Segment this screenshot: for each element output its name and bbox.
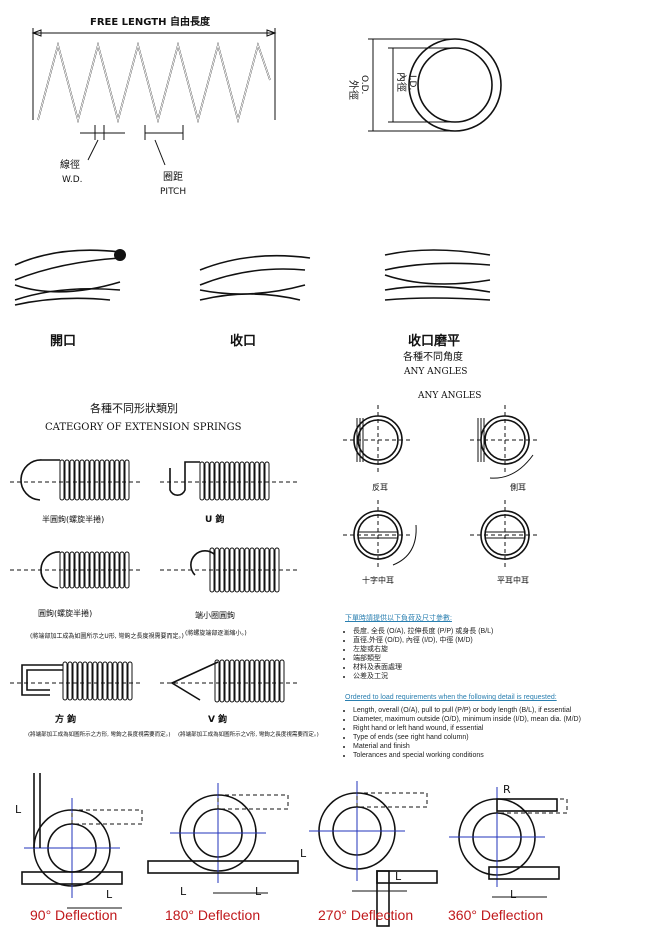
free-length-label: FREE LENGTH 自由長度 bbox=[90, 15, 211, 28]
extension-springs: 各種不同形狀類別 CATEGORY OF EXTENSION SPRINGS 半… bbox=[10, 401, 319, 738]
hook-label-4: 方 鉤 bbox=[55, 713, 76, 725]
requirements-heading-cn: 下單時請提供以下負荷及尺寸參數: bbox=[345, 615, 452, 622]
torsion-springs: L L L L L L R L 90° Deflection 180° Defl… bbox=[15, 773, 568, 927]
L-label-180a: L bbox=[180, 885, 187, 898]
hook-note-4: (將端部加工成為如圖所示之方形, 彎鉤之長度視需要而定。) bbox=[28, 730, 171, 738]
torsion-spring-360 bbox=[449, 787, 568, 898]
angle-label-1: 側耳 bbox=[510, 482, 526, 492]
requirements-list: Length, overall (O/A), pull to pull (P/P… bbox=[345, 706, 590, 760]
L-label-180b: L bbox=[255, 885, 262, 898]
L-label-360: L bbox=[510, 888, 517, 901]
requirement-cn-item: 長度, 全長 (O/A), 拉伸長度 (P/P) 或身長 (B/L) bbox=[353, 627, 590, 636]
end-loop-view bbox=[470, 405, 540, 479]
angles-cn-label: 各種不同角度 bbox=[403, 350, 463, 363]
requirement-item: Type of ends (see right hand column) bbox=[353, 733, 590, 742]
L-label-90b: L bbox=[106, 888, 113, 901]
hook-label-3: 端小圈圓鉤 bbox=[195, 610, 235, 620]
ground-end-label: 收口磨平 bbox=[408, 333, 460, 349]
compression-spring: FREE LENGTH 自由長度 線徑 W.D. 圈距 PITCH bbox=[31, 15, 277, 197]
requirement-cn-item: 公差及工況 bbox=[353, 672, 590, 681]
coil-body bbox=[209, 547, 280, 593]
angle-label-0: 反耳 bbox=[372, 482, 388, 492]
requirement-cn-item: 直徑,外徑 (O/D), 內徑 (I/D), 中徑 (M/D) bbox=[353, 636, 590, 645]
coil-body bbox=[59, 551, 130, 589]
L-label-90: L bbox=[15, 803, 22, 816]
requirement-item: Tolerances and special working condition… bbox=[353, 751, 590, 760]
requirement-item: Diameter, maximum outside (O/D), minimum… bbox=[353, 715, 590, 724]
hook-label-0: 半圓鉤(螺旋半捲) bbox=[42, 514, 104, 524]
requirements-heading: Ordered to load requirements when the fo… bbox=[345, 694, 557, 701]
od-cn-label: 外徑 bbox=[347, 80, 360, 100]
end-loop-view bbox=[343, 405, 413, 475]
angles-en-label: ANY ANGLES bbox=[403, 367, 467, 377]
closed-end-label: 收口 bbox=[230, 333, 256, 349]
deflection-90-label: 90° Deflection bbox=[30, 907, 117, 923]
coil-body bbox=[214, 659, 285, 703]
requirement-cn-item: 材料及表面處理 bbox=[353, 663, 590, 672]
end-loop-view bbox=[470, 500, 540, 570]
hook-note-2: (將端部加工成為如圖所示之U形, 彎鉤之長度視需要而定。) bbox=[30, 632, 184, 640]
requirements-block: 下單時請提供以下負荷及尺寸參數: 長度, 全長 (O/A), 拉伸長度 (P/P… bbox=[345, 614, 590, 760]
coil-body bbox=[199, 461, 270, 501]
requirement-cn-item: 左旋或右旋 bbox=[353, 645, 590, 654]
id-label: I.D. bbox=[407, 75, 417, 90]
hook-label-2: 圓鉤(螺旋半捲) bbox=[38, 608, 92, 618]
od-id-diagram: 外徑 O.D. 內徑 I.D. bbox=[347, 38, 502, 132]
coil-body bbox=[59, 459, 130, 501]
requirements-list-cn: 長度, 全長 (O/A), 拉伸長度 (P/P) 或身長 (B/L)直徑,外徑 … bbox=[345, 627, 590, 681]
L-label-270a: L bbox=[300, 847, 307, 860]
coil-body bbox=[62, 661, 133, 701]
hook-note-3: (將螺旋端部逐漸縮小。) bbox=[185, 629, 247, 637]
angle-label-2: 十字中耳 bbox=[362, 575, 394, 585]
any-angles: ANY ANGLES 反耳 側耳 十字中耳 平耳中耳 bbox=[343, 391, 540, 585]
end-loop-view bbox=[343, 500, 417, 570]
pitch-cn-label: 圈距 bbox=[163, 171, 183, 183]
hook-label-5: V 鉤 bbox=[208, 713, 227, 725]
angles-title: ANY ANGLES bbox=[417, 391, 481, 401]
torsion-spring-270 bbox=[309, 781, 438, 927]
od-label: O.D. bbox=[359, 75, 369, 94]
L-label-270b: L bbox=[395, 870, 402, 883]
torsion-spring-90 bbox=[21, 773, 143, 909]
deflection-180-label: 180° Deflection bbox=[165, 907, 260, 923]
extension-title: CATEGORY OF EXTENSION SPRINGS bbox=[45, 422, 242, 433]
id-cn-label: 內徑 bbox=[395, 72, 408, 92]
open-end-label: 開口 bbox=[50, 334, 76, 349]
angle-label-3: 平耳中耳 bbox=[497, 575, 529, 585]
requirement-item: Length, overall (O/A), pull to pull (P/P… bbox=[353, 706, 590, 715]
pitch-label: PITCH bbox=[160, 187, 186, 197]
extension-title-cn: 各種不同形狀類別 bbox=[90, 401, 178, 415]
deflection-360-label: 360° Deflection bbox=[448, 907, 543, 923]
wd-cn-label: 線徑 bbox=[60, 158, 80, 171]
R-label: R bbox=[503, 783, 511, 796]
hook-note-5: (將端部加工成為如圖所示之V形, 彎鉤之長度視需要而定。) bbox=[178, 730, 319, 738]
deflection-270-label: 270° Deflection bbox=[318, 907, 413, 923]
spring-ends: 開口 收口 收口磨平 各種不同角度 ANY ANGLES bbox=[14, 249, 491, 377]
hook-label-1: U 鉤 bbox=[205, 513, 224, 525]
requirement-cn-item: 端部類型 bbox=[353, 654, 590, 663]
torsion-spring-180 bbox=[147, 783, 299, 894]
wd-label: W.D. bbox=[62, 175, 83, 185]
requirement-item: Material and finish bbox=[353, 742, 590, 751]
requirement-item: Right hand or left hand wound, if essent… bbox=[353, 724, 590, 733]
